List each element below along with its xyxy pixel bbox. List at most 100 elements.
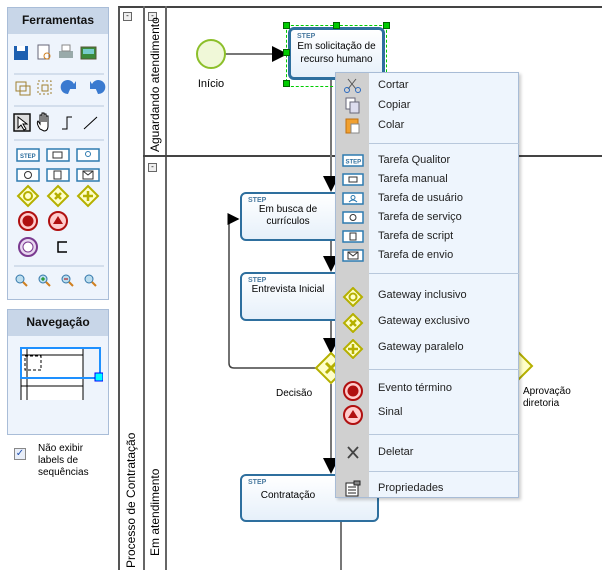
- lane-collapse-button[interactable]: -: [148, 163, 157, 172]
- pan-hand-icon: [36, 112, 49, 132]
- navigation-minimap[interactable]: [13, 340, 103, 400]
- signal-icon: [343, 405, 363, 425]
- start-event-label: Início: [197, 78, 225, 90]
- save-icon: [14, 46, 28, 60]
- task-label: Em solicitação de recurso humano: [297, 41, 376, 65]
- tools-title: Ferramentas: [8, 8, 108, 34]
- manual-task-icon: [342, 173, 364, 186]
- resize-handle[interactable]: [283, 49, 290, 56]
- menu-item-script-task[interactable]: Tarefa de script: [336, 227, 519, 246]
- print-icon: [59, 44, 73, 58]
- orthogonal-connector-icon: [62, 116, 72, 130]
- parallel-gateway-icon: [76, 184, 100, 208]
- menu-item-label: Colar: [378, 119, 405, 131]
- zoom-in-icon: [38, 274, 51, 287]
- task-node[interactable]: STEP Em solicitação de recurso humano: [288, 27, 385, 80]
- zoom-fit-icon: [84, 274, 97, 287]
- ungroup-icon: [37, 80, 52, 95]
- service-task-icon: [342, 211, 364, 224]
- properties-icon: [345, 480, 361, 497]
- task-label: Em busca de currículos: [258, 204, 318, 227]
- menu-item-exclusive-gateway[interactable]: Gateway exclusivo: [336, 312, 519, 334]
- menu-item-user-task[interactable]: Tarefa de usuário: [336, 189, 519, 208]
- resize-handle[interactable]: [383, 22, 390, 29]
- script-task-icon: [342, 230, 364, 243]
- diagram-canvas[interactable]: [118, 6, 602, 570]
- menu-item-label: Gateway exclusivo: [378, 315, 470, 327]
- manual-task-icon: [46, 148, 70, 162]
- end-event-icon: [18, 211, 38, 231]
- menu-item-label: Gateway inclusivo: [378, 289, 467, 301]
- navigation-panel: Navegação: [7, 309, 109, 435]
- zoom-out-icon: [61, 274, 74, 287]
- menu-item-delete[interactable]: Deletar: [336, 443, 519, 462]
- menu-item-manual-task[interactable]: Tarefa manual: [336, 170, 519, 189]
- menu-item-signal[interactable]: Sinal: [336, 403, 519, 425]
- export-image-icon: [80, 46, 97, 60]
- gateway-label: Aprovação diretoria: [523, 386, 571, 409]
- menu-item-cut[interactable]: Cortar: [336, 76, 519, 95]
- menu-item-label: Cortar: [378, 79, 409, 91]
- group-icon: [15, 81, 31, 96]
- annotation-icon: [57, 241, 67, 253]
- hide-sequence-labels-checkbox[interactable]: ✓: [14, 448, 26, 460]
- resize-handle[interactable]: [333, 22, 340, 29]
- task-label: Entrevista Inicial: [251, 284, 325, 295]
- menu-item-end-event[interactable]: Evento término: [336, 379, 519, 401]
- hide-sequence-labels-label: Não exibir labels de sequências: [38, 443, 89, 478]
- menu-item-properties[interactable]: Propriedades: [336, 479, 519, 498]
- straight-connector-icon: [83, 116, 98, 130]
- lane-header-divider: [165, 6, 167, 570]
- exclusive-gateway-icon: [46, 184, 70, 208]
- menu-item-label: Tarefa de serviço: [378, 211, 462, 223]
- menu-item-label: Tarefa Qualitor: [378, 154, 451, 166]
- resize-handle[interactable]: [283, 22, 290, 29]
- viewport-rect: [20, 347, 101, 379]
- user-task-icon: [342, 192, 364, 205]
- copy-icon: [345, 97, 360, 114]
- menu-item-service-task[interactable]: Tarefa de serviço: [336, 208, 519, 227]
- redo-icon: [90, 80, 106, 95]
- task-tag: STEP: [248, 197, 267, 204]
- menu-item-qualitor-task[interactable]: STEP Tarefa Qualitor: [336, 151, 519, 170]
- svg-text:STEP: STEP: [346, 160, 362, 166]
- menu-item-label: Gateway paralelo: [378, 341, 464, 353]
- menu-item-paste[interactable]: Colar: [336, 116, 519, 135]
- pool-collapse-button[interactable]: -: [123, 12, 132, 21]
- send-task-icon: [342, 249, 364, 262]
- task-tag: STEP: [248, 479, 267, 486]
- pool-header-divider: [143, 6, 145, 570]
- task-step-icon: STEP: [16, 148, 40, 162]
- inclusive-gateway-icon: [342, 287, 364, 307]
- exclusive-gateway-icon: [342, 313, 364, 333]
- toolbar-icons: STEP: [13, 44, 106, 287]
- menu-item-label: Evento término: [378, 382, 452, 394]
- undo-icon: [60, 80, 76, 95]
- menu-item-copy[interactable]: Copiar: [336, 96, 519, 115]
- gateway-label: Decisão: [276, 388, 313, 399]
- end-event-icon: [343, 381, 363, 401]
- menu-item-label: Sinal: [378, 406, 403, 418]
- zoom-icon: [15, 274, 28, 287]
- script-task-icon: [46, 168, 70, 182]
- send-task-icon: [76, 168, 100, 182]
- menu-item-send-task[interactable]: Tarefa de envio: [336, 246, 519, 265]
- start-event[interactable]: [196, 39, 226, 69]
- delete-icon: [347, 446, 359, 459]
- menu-item-parallel-gateway[interactable]: Gateway paralelo: [336, 338, 519, 360]
- task-step-icon: STEP: [342, 154, 364, 167]
- parallel-gateway-icon: [342, 339, 364, 359]
- lane-collapse-button[interactable]: -: [148, 12, 157, 21]
- select-icon: [13, 113, 31, 132]
- navigation-title: Navegação: [8, 310, 108, 336]
- timer-icon: [18, 237, 38, 257]
- resize-handle[interactable]: [283, 80, 290, 87]
- menu-item-inclusive-gateway[interactable]: Gateway inclusivo: [336, 286, 519, 308]
- task-label: Contratação: [260, 490, 316, 501]
- task-tag: STEP: [248, 277, 267, 284]
- menu-item-label: Copiar: [378, 99, 411, 111]
- menu-item-label: Propriedades: [378, 482, 444, 494]
- menu-item-label: Tarefa de envio: [378, 249, 454, 261]
- tools-panel: Ferramentas STEP: [7, 7, 109, 300]
